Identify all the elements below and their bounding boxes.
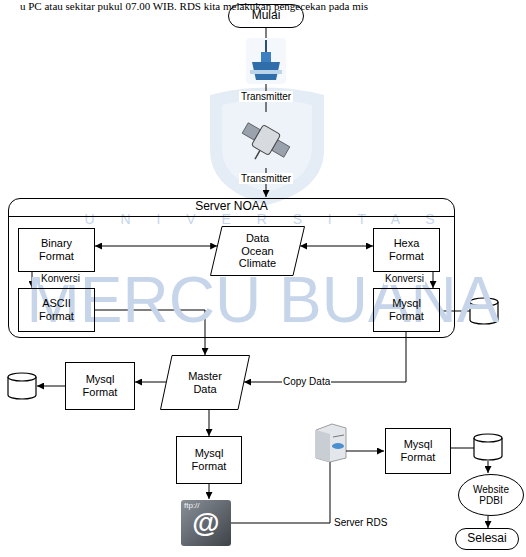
process-box: Binary Format <box>18 228 95 272</box>
flow-arrow <box>135 382 166 383</box>
transmitter-label: Transmitter <box>231 91 301 103</box>
group-title: Server NOAA <box>9 199 454 217</box>
node-text: Mysql Format <box>382 297 432 322</box>
data-parallelogram: Data Ocean Climate <box>210 226 305 276</box>
node-text: Mulai <box>252 9 281 23</box>
edge-label: Copy Data <box>282 376 331 388</box>
watermark: U N I V E R S I T A S <box>50 211 480 228</box>
flow-arrow <box>37 386 65 387</box>
process-box: Mysql Format <box>385 428 451 474</box>
buoy-icon <box>246 38 286 84</box>
node-text: Hexa Format <box>382 237 432 262</box>
data-parallelogram: Master Data <box>160 355 250 410</box>
edge-label: Konversi <box>40 273 81 285</box>
server-label: Server RDS <box>334 517 398 529</box>
node-text: Website PDBI <box>466 484 516 507</box>
flow-line <box>451 448 474 449</box>
flow-arrow <box>244 332 406 382</box>
flow-arrow <box>209 484 210 499</box>
process-box: Mysql Format <box>176 436 242 484</box>
flow-arrow <box>300 246 373 247</box>
node-text: Selesai <box>467 532 506 546</box>
flow-arrow <box>346 451 384 452</box>
node-text: Data Ocean Climate <box>233 232 283 270</box>
watermark: MERCU BUANA <box>13 268 513 332</box>
node-text: Mysql Format <box>393 438 443 463</box>
flow-arrow <box>488 516 489 528</box>
database-symbol <box>474 434 502 460</box>
transmitter-label: Transmitter <box>231 173 301 185</box>
database-symbol <box>8 373 36 399</box>
terminator: Selesai <box>455 528 519 550</box>
flow-arrow <box>95 246 217 247</box>
node-text: Mysql Format <box>184 447 234 472</box>
ftp-icon <box>181 500 231 546</box>
node-text: Binary Format <box>27 237 87 262</box>
flow-line <box>266 28 267 38</box>
server-group: Server NOAA Binary Format Data Ocean Clima… <box>8 198 455 338</box>
flow-line <box>231 461 330 523</box>
server-icon <box>316 424 346 462</box>
ftp-symbol: @ <box>181 509 231 537</box>
process-box: Mysql Format <box>65 362 135 410</box>
node-text: ASCII Format <box>27 297 87 322</box>
watermark-emblem <box>210 88 324 206</box>
node-text: Mysql Format <box>75 373 125 398</box>
satellite-icon <box>234 118 293 171</box>
flow-arrow <box>488 461 489 473</box>
process-box: Hexa Format <box>373 228 440 272</box>
website-circle: Website PDBI <box>458 474 524 516</box>
process-box: ASCII Format <box>18 288 95 332</box>
terminator: Mulai <box>228 4 304 28</box>
flow-arrow <box>209 410 210 436</box>
process-box: Mysql Format <box>373 288 440 332</box>
edge-label: Konversi <box>384 273 425 285</box>
node-text: Master Data <box>180 370 230 395</box>
